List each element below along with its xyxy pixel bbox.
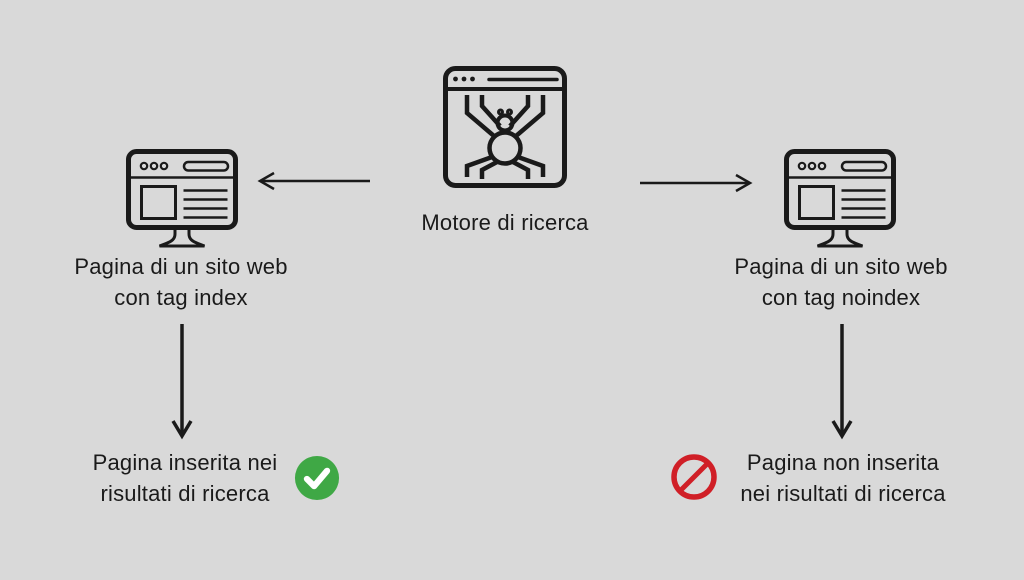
check-circle-icon xyxy=(294,455,340,501)
right-page-label-line1: Pagina di un sito web xyxy=(734,254,948,279)
arrow-right-icon xyxy=(638,172,754,194)
left-page-label: Pagina di un sito web con tag index xyxy=(51,251,311,313)
left-webpage-monitor-icon xyxy=(126,149,238,249)
spider-browser-icon xyxy=(443,66,567,188)
arrow-left-icon xyxy=(256,170,372,192)
left-result-line1: Pagina inserita nei xyxy=(92,450,278,475)
left-page-label-line1: Pagina di un sito web xyxy=(74,254,288,279)
right-result-line1: Pagina non inserita xyxy=(746,450,940,475)
right-page-label-line2: con tag noindex xyxy=(761,285,921,310)
right-result-line2: nei risultati di ricerca xyxy=(740,481,946,506)
search-engine-crawler-icon xyxy=(443,66,567,188)
left-result-line2: risultati di ricerca xyxy=(100,481,270,506)
right-result-label: Pagina non inserita nei risultati di ric… xyxy=(713,447,973,509)
right-page-label: Pagina di un sito web con tag noindex xyxy=(711,251,971,313)
search-engine-label: Motore di ricerca xyxy=(421,210,589,235)
right-arrow-down-icon xyxy=(829,322,855,440)
prohibition-icon xyxy=(670,453,718,501)
left-arrow-down-icon xyxy=(169,322,195,440)
left-result-label: Pagina inserita nei risultati di ricerca xyxy=(55,447,315,509)
left-page-label-line2: con tag index xyxy=(114,285,248,310)
right-webpage-monitor-icon xyxy=(784,149,896,249)
